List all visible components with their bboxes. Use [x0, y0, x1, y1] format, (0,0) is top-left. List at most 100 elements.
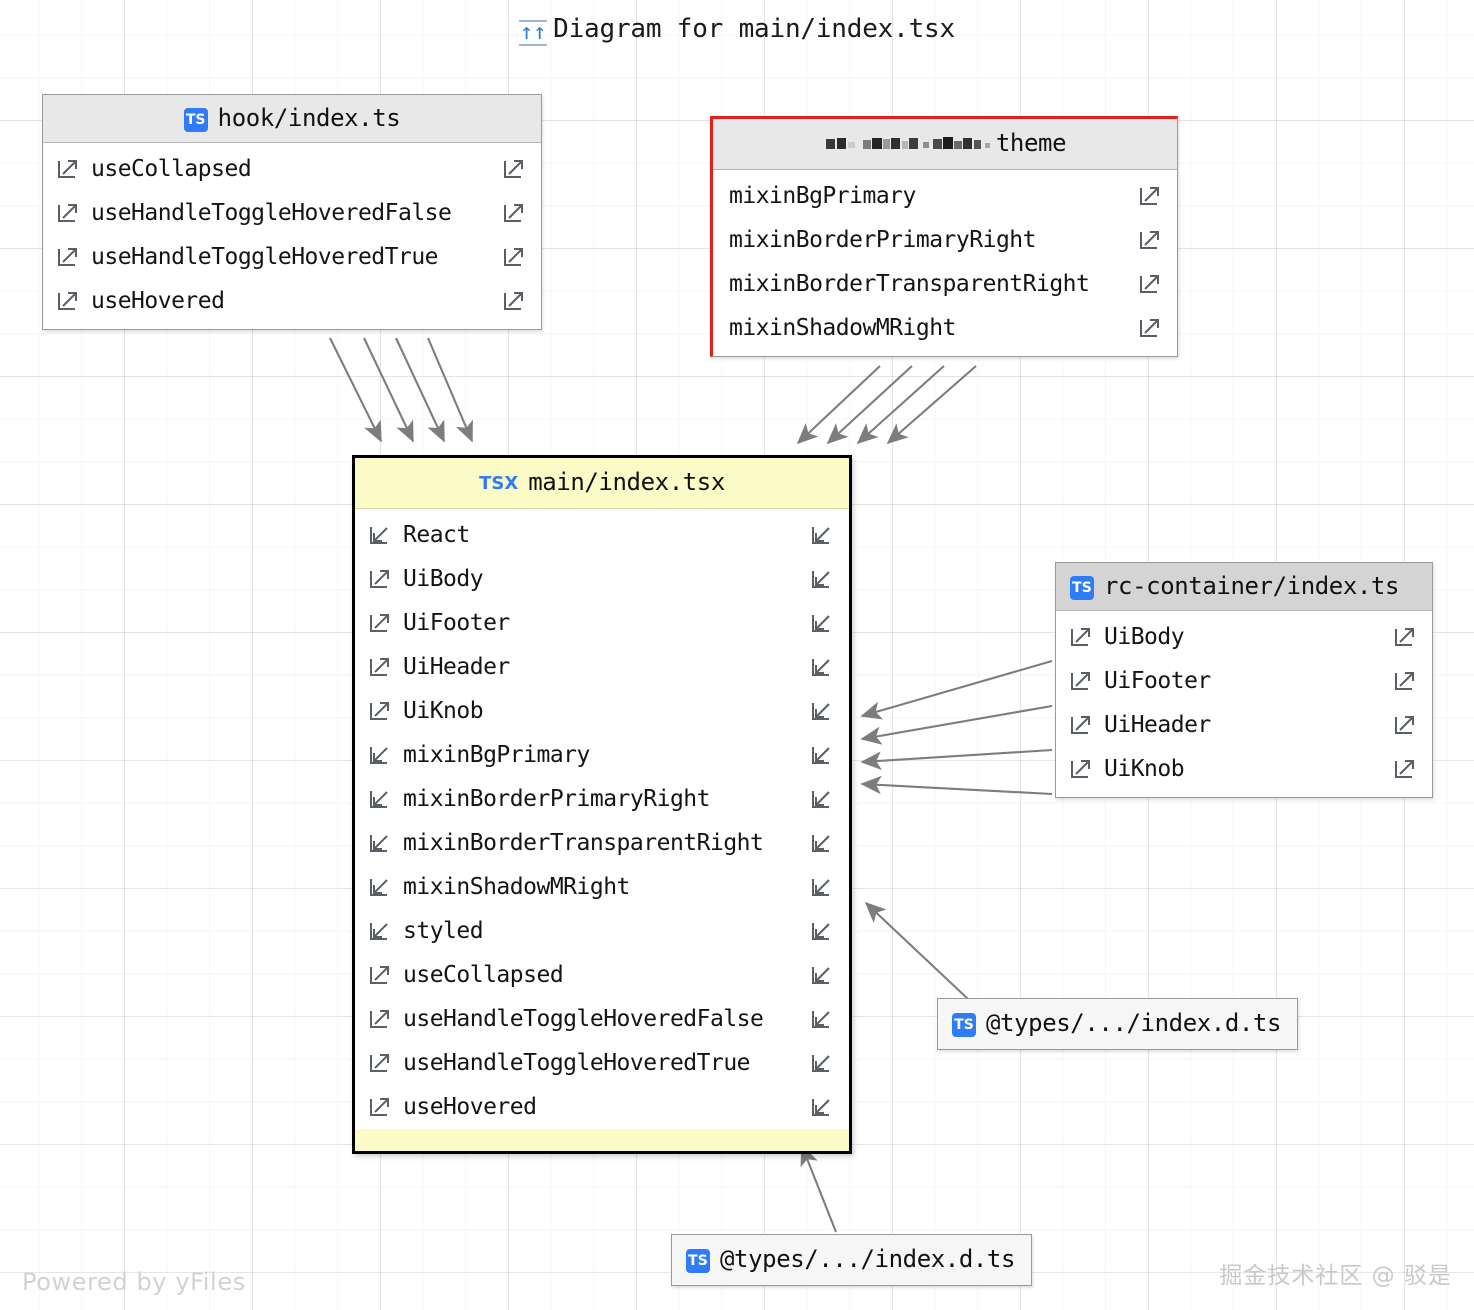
arrow-in-icon	[370, 923, 388, 940]
rc-row-UiFooter[interactable]: UiFooter	[1056, 659, 1432, 703]
main-row-useHovered[interactable]: useHovered	[355, 1085, 849, 1129]
node-hook-index-ts[interactable]: TS hook/index.ts useCollapsed	[42, 94, 542, 330]
theme-row-mixinBorderPrimaryRight[interactable]: mixinBorderPrimaryRight	[713, 218, 1177, 262]
theme-item-label: mixinShadowMRight	[729, 315, 956, 341]
arrow-out-icon	[1395, 628, 1414, 646]
arrow-out-icon	[504, 160, 523, 178]
main-row-useHandleToggleHoveredFalse[interactable]: useHandleToggleHoveredFalse	[355, 997, 849, 1041]
arrow-out-icon	[1395, 760, 1414, 778]
arrow-out-icon	[1071, 628, 1090, 646]
main-item-label: mixinBorderPrimaryRight	[403, 786, 711, 812]
main-row-UiHeader[interactable]: UiHeader	[355, 645, 849, 689]
hook-item-label: useHandleToggleHoveredFalse	[91, 200, 452, 226]
arrow-out-icon	[58, 248, 77, 266]
tsx-badge-icon: TSX	[479, 473, 519, 494]
node-rc-header: TS rc-container/index.ts	[1056, 563, 1432, 611]
main-item-label: UiFooter	[403, 610, 510, 636]
ts-badge-icon: TS	[1070, 576, 1094, 600]
hook-item-label: useCollapsed	[91, 156, 252, 182]
main-row-useCollapsed[interactable]: useCollapsed	[355, 953, 849, 997]
main-item-label: UiKnob	[403, 698, 484, 724]
edge-rc-to-main-1	[860, 659, 1053, 720]
arrow-out-icon	[370, 658, 389, 676]
arrow-out-icon	[1140, 231, 1159, 249]
hook-row-useHandleToggleHoveredFalse[interactable]: useHandleToggleHoveredFalse	[43, 191, 541, 235]
yfiles-watermark: Powered by yFiles	[22, 1268, 246, 1296]
theme-item-label: mixinBgPrimary	[729, 183, 916, 209]
arrow-out-icon	[1140, 275, 1159, 293]
node-types-bottom-title: @types/.../index.d.ts	[720, 1245, 1016, 1273]
rc-item-label: UiFooter	[1104, 668, 1211, 694]
main-row-UiFooter[interactable]: UiFooter	[355, 601, 849, 645]
hook-item-label: useHandleToggleHoveredTrue	[91, 244, 439, 270]
node-hook-body: useCollapsed useHandleToggleHoveredFalse	[43, 143, 541, 329]
main-row-mixinBgPrimary[interactable]: mixinBgPrimary	[355, 733, 849, 777]
main-item-label: UiBody	[403, 566, 484, 592]
edge-types-bottom-to-main	[800, 1144, 837, 1233]
edge-types-right-to-main	[864, 901, 969, 1000]
main-item-label: useHovered	[403, 1094, 537, 1120]
main-row-useHandleToggleHoveredTrue[interactable]: useHandleToggleHoveredTrue	[355, 1041, 849, 1085]
arrow-in-icon	[812, 1011, 830, 1028]
arrow-in-icon	[812, 879, 830, 896]
arrow-in-icon	[812, 967, 830, 984]
hook-row-useHandleToggleHoveredTrue[interactable]: useHandleToggleHoveredTrue	[43, 235, 541, 279]
arrow-in-icon	[370, 527, 388, 544]
arrow-in-icon	[812, 1055, 830, 1072]
node-types-bottom[interactable]: TS @types/.../index.d.ts	[671, 1234, 1033, 1286]
node-types-right[interactable]: TS@types/.../index.d.ts	[937, 998, 1299, 1050]
rc-item-label: UiKnob	[1104, 756, 1185, 782]
theme-row-mixinShadowMRight[interactable]: mixinShadowMRight	[713, 306, 1177, 350]
rc-row-UiBody[interactable]: UiBody	[1056, 615, 1432, 659]
main-row-styled[interactable]: styled	[355, 909, 849, 953]
node-theme-header: theme	[713, 119, 1177, 170]
ts-badge-icon: TS	[686, 1249, 710, 1273]
ts-badge-icon: TS	[183, 108, 208, 132]
arrow-in-icon	[370, 791, 388, 808]
rc-row-UiKnob[interactable]: UiKnob	[1056, 747, 1432, 791]
node-theme[interactable]: theme mixinBgPrimary mixinBorderPrimaryR…	[710, 116, 1178, 357]
arrow-out-icon	[1140, 319, 1159, 337]
main-row-React[interactable]: React	[355, 513, 849, 557]
main-item-label: mixinBgPrimary	[403, 742, 590, 768]
arrow-out-icon	[504, 204, 523, 222]
arrow-out-icon	[370, 614, 389, 632]
main-item-label: UiHeader	[403, 654, 510, 680]
rc-row-UiHeader[interactable]: UiHeader	[1056, 703, 1432, 747]
edge-hook-to-main-3	[395, 337, 445, 443]
edge-hook-to-main-4	[427, 337, 473, 443]
main-item-label: styled	[403, 918, 484, 944]
node-hook-header: TS hook/index.ts	[43, 95, 541, 143]
arrow-out-icon	[1140, 187, 1159, 205]
main-row-mixinBorderPrimaryRight[interactable]: mixinBorderPrimaryRight	[355, 777, 849, 821]
theme-row-mixinBgPrimary[interactable]: mixinBgPrimary	[713, 174, 1177, 218]
node-rc-title: rc-container/index.ts	[1104, 572, 1400, 600]
main-row-mixinBorderTransparentRight[interactable]: mixinBorderTransparentRight	[355, 821, 849, 865]
arrow-out-icon	[370, 702, 389, 720]
node-hook-title: hook/index.ts	[217, 104, 401, 132]
main-item-label: useHandleToggleHoveredFalse	[403, 1006, 764, 1032]
arrow-in-icon	[812, 527, 830, 544]
arrow-out-icon	[1071, 672, 1090, 690]
theme-row-mixinBorderTransparentRight[interactable]: mixinBorderTransparentRight	[713, 262, 1177, 306]
node-rc-body: UiBody UiFooter	[1056, 611, 1432, 797]
main-item-label: mixinBorderTransparentRight	[403, 830, 764, 856]
hook-item-label: useHovered	[91, 288, 225, 314]
hook-row-useHovered[interactable]: useHovered	[43, 279, 541, 323]
main-row-mixinShadowMRight[interactable]: mixinShadowMRight	[355, 865, 849, 909]
hook-row-useCollapsed[interactable]: useCollapsed	[43, 147, 541, 191]
arrow-out-icon	[58, 292, 77, 310]
arrow-in-icon	[812, 923, 830, 940]
main-item-label: useCollapsed	[403, 962, 564, 988]
node-rc-container-index-ts[interactable]: TS rc-container/index.ts UiBody	[1055, 562, 1433, 798]
node-theme-body: mixinBgPrimary mixinBorderPrimaryRight m…	[713, 170, 1177, 356]
main-row-UiKnob[interactable]: UiKnob	[355, 689, 849, 733]
arrow-out-icon	[370, 1098, 389, 1116]
main-row-UiBody[interactable]: UiBody	[355, 557, 849, 601]
arrow-in-icon	[370, 879, 388, 896]
page-title-text: Diagram for main/index.tsx	[553, 14, 955, 44]
arrow-out-icon	[370, 570, 389, 588]
theme-item-label: mixinBorderPrimaryRight	[729, 227, 1037, 253]
